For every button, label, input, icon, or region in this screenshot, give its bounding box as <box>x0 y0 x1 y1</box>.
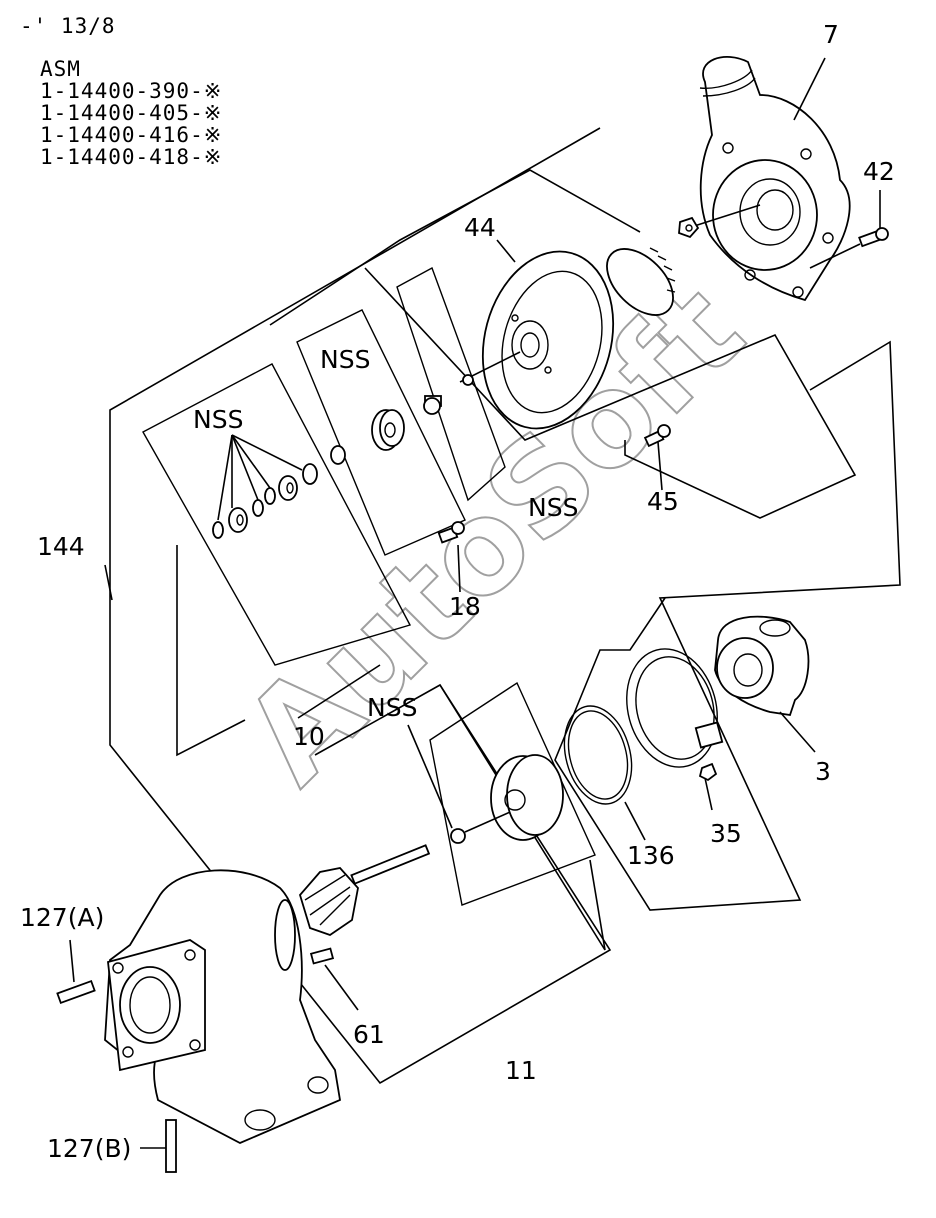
stud-127b <box>165 1119 177 1173</box>
callout-11: 11 <box>505 1056 537 1085</box>
callout-44: 44 <box>464 213 496 242</box>
callout-42: 42 <box>863 157 895 186</box>
callout-136: 136 <box>627 841 675 870</box>
nut <box>678 216 700 239</box>
callout-144: 144 <box>37 532 85 561</box>
seal-plate <box>481 250 615 430</box>
bolt-42 <box>858 227 889 248</box>
assembly-number: 1-14400-418-※ <box>40 145 223 169</box>
bearing-housing-insert <box>490 754 564 841</box>
screw-18 <box>437 521 465 544</box>
assembly-number: 1-14400-416-※ <box>40 123 223 147</box>
callout-127b: 127(B) <box>47 1134 131 1163</box>
callout-18: 18 <box>449 592 481 621</box>
callout-nss-seal: NSS <box>320 345 370 374</box>
diagram-reference: -' 13/8 <box>20 14 116 38</box>
callout-61: 61 <box>353 1020 385 1049</box>
assembly-outline <box>109 127 901 1085</box>
callout-nss-bolt: NSS <box>528 493 578 522</box>
callout-35: 35 <box>710 819 742 848</box>
center-housing <box>714 615 810 717</box>
stud-127a <box>56 979 96 1005</box>
spacer-ring <box>330 445 346 465</box>
gasket-ring <box>563 705 633 805</box>
bolt-nss <box>423 395 442 415</box>
turbine-housing <box>104 869 342 1144</box>
callout-nss-rings: NSS <box>193 405 243 434</box>
washer-nss <box>450 828 466 844</box>
asm-label: ASM <box>40 57 81 81</box>
bearing <box>371 409 405 451</box>
ring-set <box>212 463 318 539</box>
bolt-45 <box>643 424 671 448</box>
callout-10: 10 <box>293 722 325 751</box>
pin-61 <box>309 947 335 965</box>
turbine-shaft-wheel <box>298 844 431 936</box>
assembly-number: 1-14400-405-※ <box>40 101 223 125</box>
v-band-clamp <box>626 648 724 782</box>
callout-3: 3 <box>815 757 831 786</box>
callout-45: 45 <box>647 487 679 516</box>
compressor-housing <box>699 55 851 302</box>
callout-127a: 127(A) <box>20 903 104 932</box>
assembly-number: 1-14400-390-※ <box>40 79 223 103</box>
callout-nss-washer: NSS <box>367 693 417 722</box>
callout-7: 7 <box>823 20 839 49</box>
washer <box>462 374 474 386</box>
compressor-wheel <box>606 247 676 316</box>
